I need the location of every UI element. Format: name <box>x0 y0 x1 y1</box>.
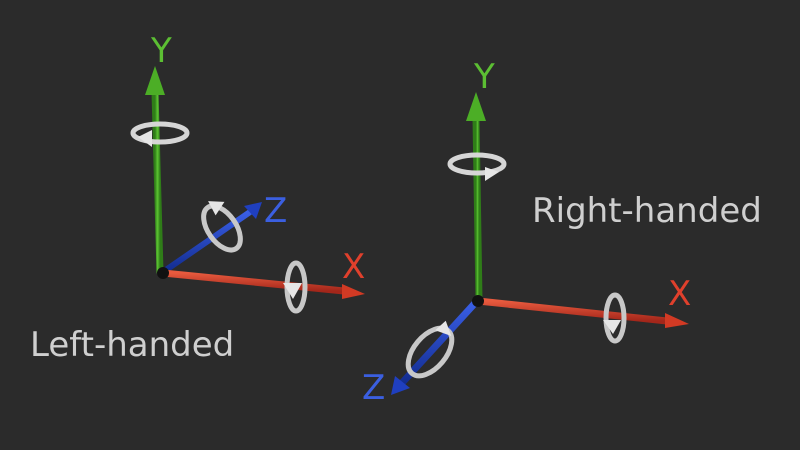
right-y-axis <box>466 92 486 304</box>
left-x-label: X <box>342 247 365 287</box>
left-y-label: Y <box>150 31 172 71</box>
left-x-axis <box>159 269 365 299</box>
left-handed-diagram: Y Z X Left-handed <box>30 31 365 365</box>
right-x-axis <box>474 297 689 328</box>
left-origin-dot <box>157 267 169 279</box>
rotation-arrow-icon <box>201 201 243 253</box>
right-z-axis <box>391 298 480 395</box>
left-handed-caption: Left-handed <box>30 325 234 365</box>
rotation-arrow-icon <box>603 292 627 344</box>
right-x-label: X <box>668 274 691 314</box>
right-handed-diagram: Y Z X Right-handed <box>362 57 762 408</box>
left-z-label: Z <box>264 191 287 231</box>
right-origin-dot <box>472 295 484 307</box>
rotation-arrow-icon <box>130 121 190 147</box>
rotation-arrow-icon <box>447 152 507 181</box>
right-y-label: Y <box>473 57 495 97</box>
right-handed-caption: Right-handed <box>532 191 762 231</box>
left-y-axis <box>145 66 165 276</box>
rotation-arrow-icon <box>283 260 308 314</box>
right-z-label: Z <box>362 368 385 408</box>
rotation-arrow-icon <box>405 320 455 379</box>
